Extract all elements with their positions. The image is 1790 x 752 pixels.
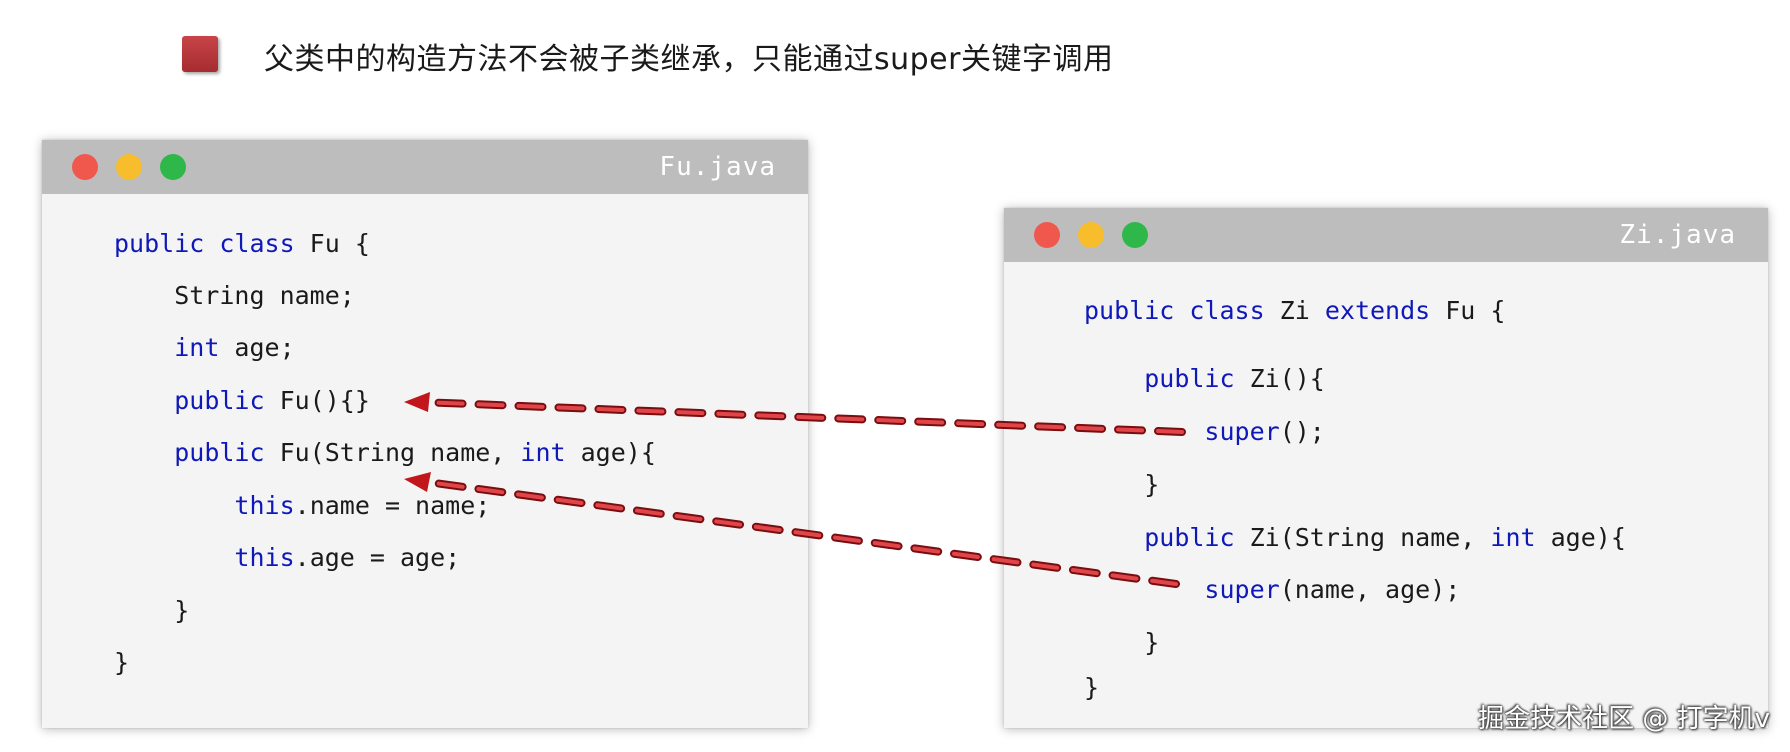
fu-code-line: } [114, 648, 129, 678]
zi-code-line: } [1084, 628, 1159, 658]
code-text: String name; [114, 281, 355, 310]
zi-code-line: public Zi(String name, int age){ [1084, 523, 1626, 553]
code-text: Zi(String name, [1234, 523, 1491, 552]
minimize-dot-icon[interactable] [1078, 222, 1104, 248]
zi-code-line: } [1084, 470, 1159, 500]
bullet-marker [182, 30, 218, 78]
code-text: Fu { [1430, 296, 1506, 325]
code-keyword: super [1204, 575, 1280, 604]
code-text: .age = age; [294, 543, 461, 572]
code-text [1084, 523, 1144, 552]
code-text [1084, 575, 1204, 604]
fu-code-line: } [114, 596, 189, 626]
code-text: (); [1279, 417, 1325, 446]
code-text: (name, age); [1279, 575, 1461, 604]
watermark: 掘金技术社区 @ 打字机v [1478, 704, 1770, 734]
code-text: age; [219, 333, 295, 362]
maximize-dot-icon[interactable] [1122, 222, 1148, 248]
code-keyword: public class [114, 229, 295, 258]
code-keyword: public [1144, 364, 1235, 393]
zi-code-line: } [1084, 673, 1099, 703]
code-text: Fu { [294, 229, 370, 258]
zi-titlebar: Zi.java [1004, 208, 1768, 262]
code-keyword: public class [1084, 296, 1265, 325]
code-text: Fu(){} [264, 386, 370, 415]
fu-code-line: this.name = name; [114, 491, 490, 521]
code-text: .name = name; [294, 491, 491, 520]
fu-code-line: this.age = age; [114, 543, 460, 573]
code-keyword: public [1144, 523, 1235, 552]
code-text: } [1084, 673, 1100, 702]
zi-code-line: public class Zi extends Fu { [1084, 296, 1505, 326]
code-text: } [1084, 628, 1160, 657]
code-keyword: int [1490, 523, 1536, 552]
zi-window: Zi.java [1004, 208, 1768, 728]
maximize-dot-icon[interactable] [160, 154, 186, 180]
code-text [114, 333, 174, 362]
headline: 父类中的构造方法不会被子类继承，只能通过super关键字调用 [264, 42, 1114, 77]
code-text [114, 543, 234, 572]
zi-code-line: public Zi(){ [1084, 364, 1325, 394]
zi-code-line: super(name, age); [1084, 575, 1460, 605]
code-text: } [114, 648, 130, 677]
fu-code-line: int age; [114, 333, 295, 363]
code-text [114, 438, 174, 467]
code-text: Fu(String name, [264, 438, 521, 467]
code-keyword: public [174, 386, 265, 415]
code-keyword: int [174, 333, 220, 362]
code-text: } [114, 596, 190, 625]
code-text: Zi [1264, 296, 1325, 325]
code-text [114, 491, 234, 520]
fu-code-line: public Fu(){} [114, 386, 370, 416]
code-text [1084, 364, 1144, 393]
fu-code-line: public Fu(String name, int age){ [114, 438, 656, 468]
code-keyword: super [1204, 417, 1280, 446]
fu-code-line: public class Fu { [114, 229, 370, 259]
close-dot-icon[interactable] [72, 154, 98, 180]
code-keyword: extends [1324, 296, 1431, 325]
code-text [1084, 417, 1204, 446]
code-keyword: int [520, 438, 566, 467]
fu-filename: Fu.java [659, 152, 776, 182]
code-text: Zi(){ [1234, 364, 1325, 393]
code-text: } [1084, 470, 1160, 499]
bullet-square-icon [182, 36, 218, 72]
code-text [114, 386, 174, 415]
zi-code-line: super(); [1084, 417, 1325, 447]
code-keyword: this [234, 491, 295, 520]
code-text: age){ [1535, 523, 1626, 552]
fu-titlebar: Fu.java [42, 140, 808, 194]
close-dot-icon[interactable] [1034, 222, 1060, 248]
code-text: age){ [565, 438, 656, 467]
zi-filename: Zi.java [1619, 220, 1736, 250]
code-keyword: this [234, 543, 295, 572]
minimize-dot-icon[interactable] [116, 154, 142, 180]
code-keyword: public [174, 438, 265, 467]
fu-code-line: String name; [114, 281, 355, 311]
